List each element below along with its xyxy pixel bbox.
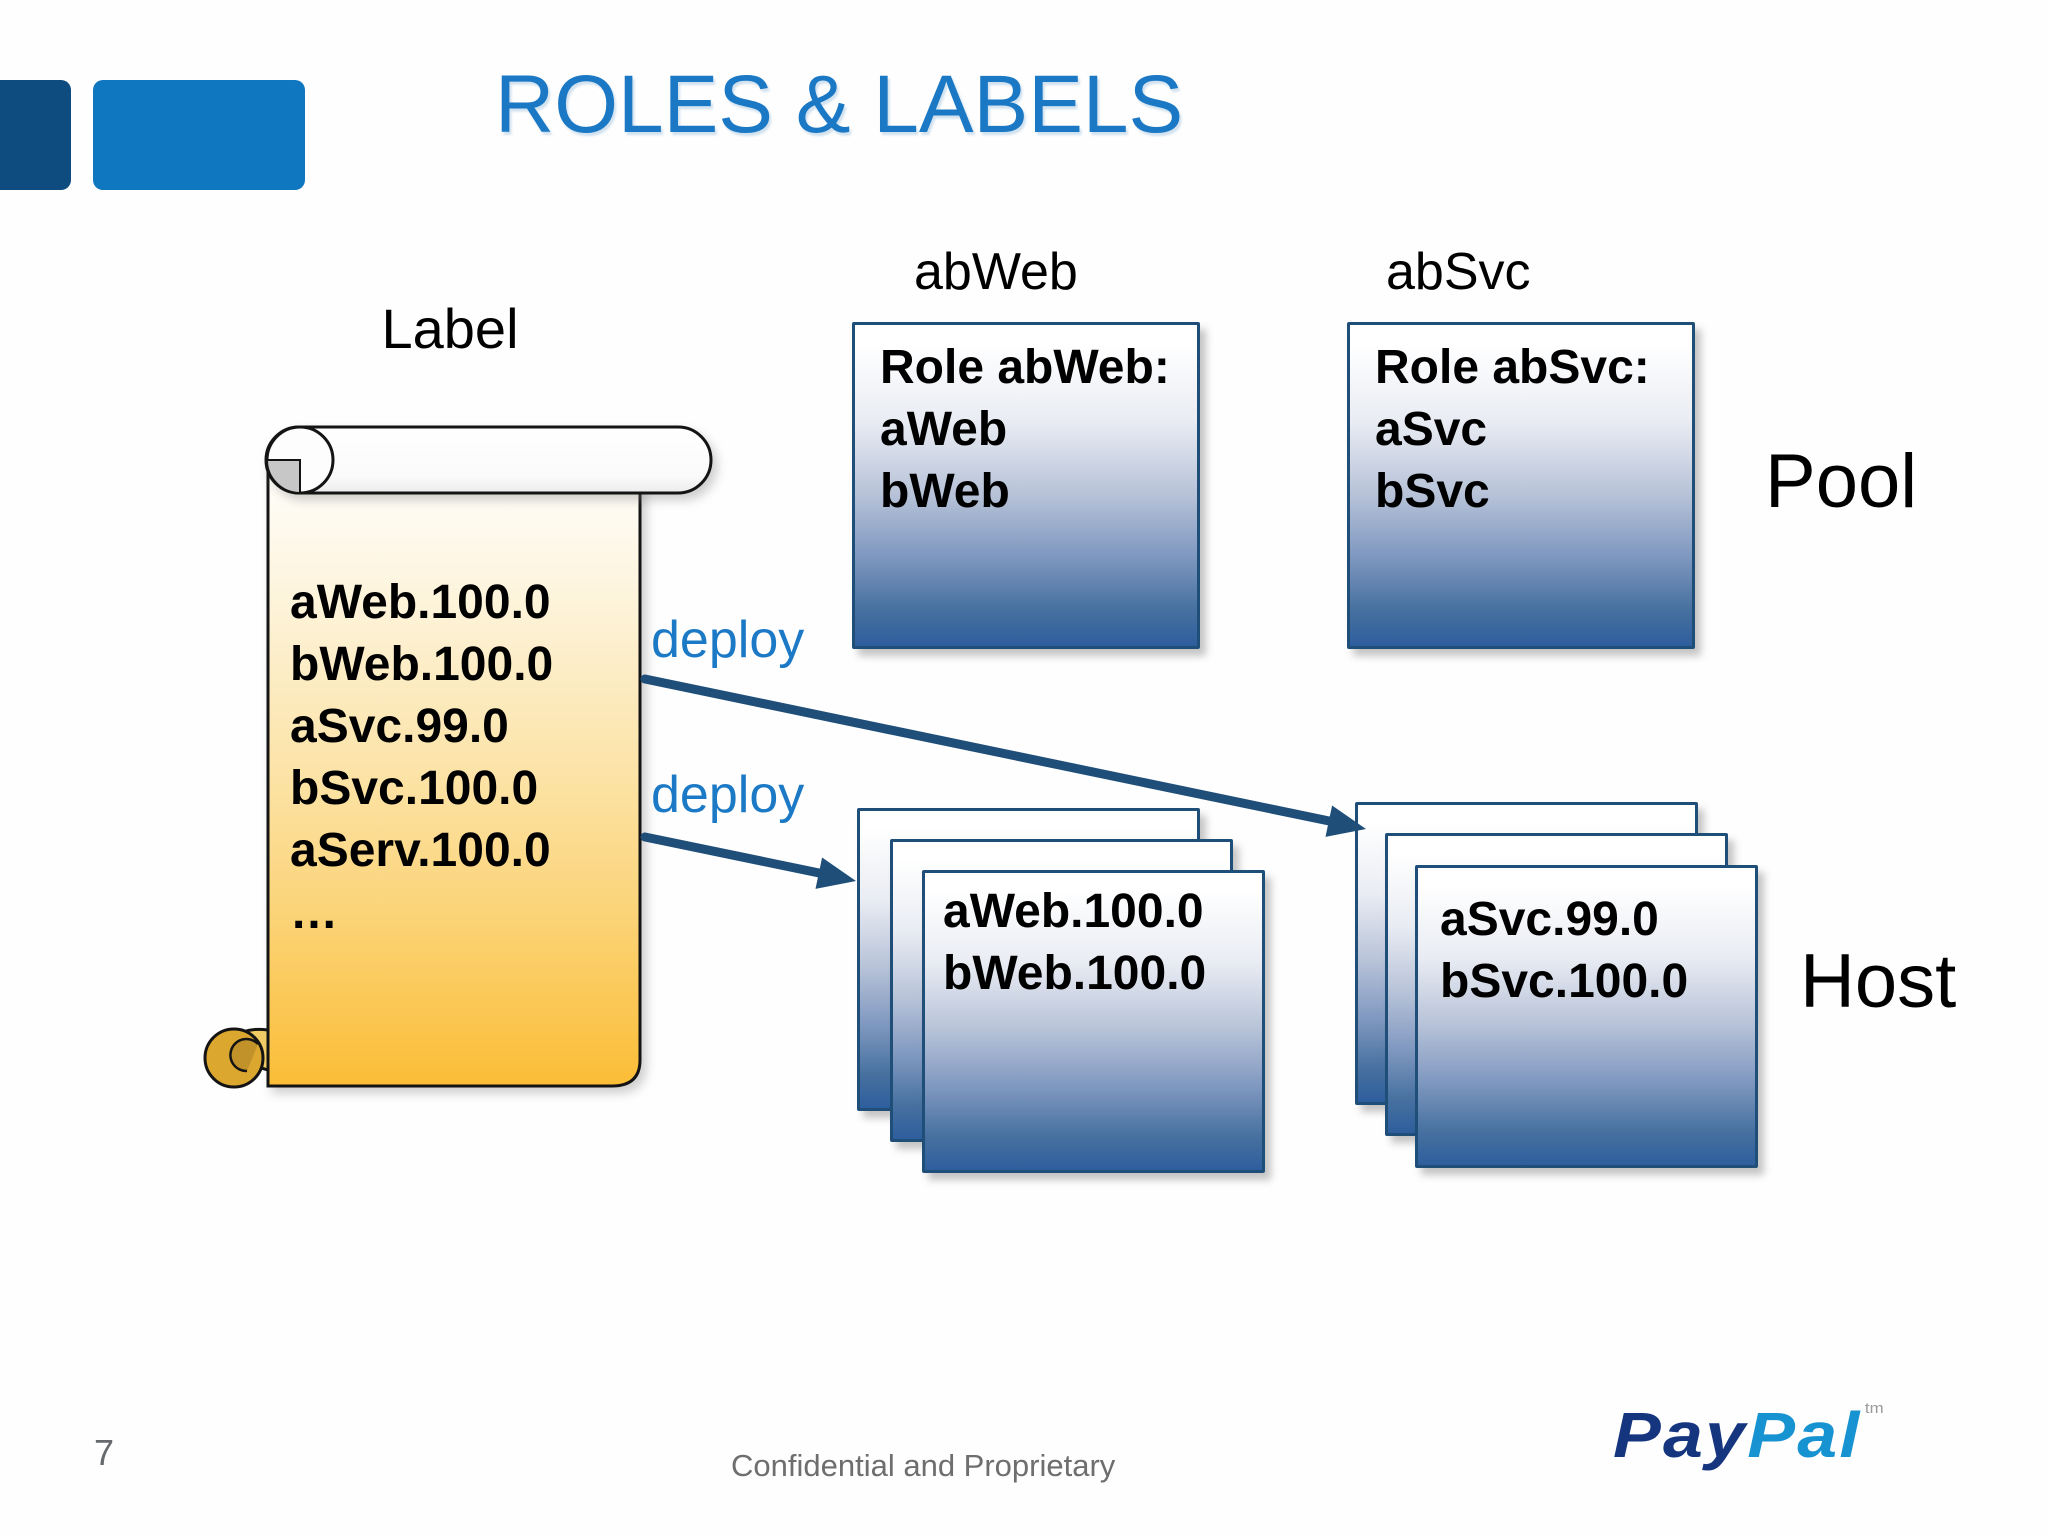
footer-text: Confidential and Proprietary bbox=[731, 1448, 1116, 1483]
label-scroll-heading: Label bbox=[381, 297, 519, 360]
role-box-line: aWeb bbox=[880, 403, 1008, 456]
pool-caption: Pool bbox=[1765, 439, 1918, 524]
scroll-item: aSvc.99.0 bbox=[290, 700, 509, 753]
deploy-label-top: deploy bbox=[651, 611, 805, 669]
host-box-line: aSvc.99.0 bbox=[1440, 893, 1659, 946]
stack-card-front: aSvc.99.0 bSvc.100.0 bbox=[1415, 865, 1758, 1168]
role-box-line: bSvc bbox=[1375, 465, 1490, 518]
host-box-line: bWeb.100.0 bbox=[943, 947, 1207, 1000]
logo-pay-text: Pay bbox=[1613, 1399, 1748, 1471]
host-caption: Host bbox=[1800, 939, 1957, 1024]
scroll-body bbox=[266, 456, 642, 1088]
pool-column-header-abweb: abWeb bbox=[914, 243, 1078, 301]
logo-tm-mark: tm bbox=[1864, 1400, 1884, 1417]
stack-card-front: aWeb.100.0 bWeb.100.0 bbox=[922, 870, 1265, 1173]
scroll-item: aServ.100.0 bbox=[290, 824, 551, 877]
label-scroll-list: aWeb.100.0 bWeb.100.0 aSvc.99.0 bSvc.100… bbox=[290, 572, 553, 944]
scroll-item: bSvc.100.0 bbox=[290, 762, 539, 815]
label-scroll-graphic bbox=[203, 425, 713, 1089]
role-box-line: aSvc bbox=[1375, 403, 1488, 456]
scroll-item: … bbox=[290, 886, 338, 939]
scroll-item: aWeb.100.0 bbox=[290, 576, 551, 629]
logo-pal-text: Pal bbox=[1747, 1399, 1862, 1471]
corner-accent-dark-square bbox=[0, 80, 71, 190]
host-box-line: bSvc.100.0 bbox=[1440, 955, 1689, 1008]
deploy-arrow-top bbox=[640, 674, 1339, 827]
scroll-item: bWeb.100.0 bbox=[290, 638, 554, 691]
page-title: ROLES & LABELS bbox=[495, 59, 1184, 150]
deploy-arrow-bottom bbox=[640, 832, 829, 879]
role-box-abweb: Role abWeb: aWeb bWeb bbox=[852, 322, 1200, 649]
deploy-arrowhead-bottom bbox=[815, 857, 856, 889]
role-box-absvc: Role abSvc: aSvc bSvc bbox=[1347, 322, 1695, 649]
pool-column-header-absvc: abSvc bbox=[1386, 243, 1531, 301]
role-box-line: Role abSvc: bbox=[1375, 341, 1650, 394]
role-box-line: bWeb bbox=[880, 465, 1010, 518]
deploy-label-bottom: deploy bbox=[651, 766, 805, 824]
host-box-line: aWeb.100.0 bbox=[943, 885, 1204, 938]
corner-accent-light-square bbox=[93, 80, 305, 190]
deploy-arrowhead-top bbox=[1325, 805, 1366, 837]
role-box-line: Role abWeb: bbox=[880, 341, 1170, 394]
scroll-top-curl-inner bbox=[265, 459, 301, 495]
page-number: 7 bbox=[94, 1432, 115, 1473]
scroll-bottom-curl-spiral bbox=[229, 1037, 259, 1073]
